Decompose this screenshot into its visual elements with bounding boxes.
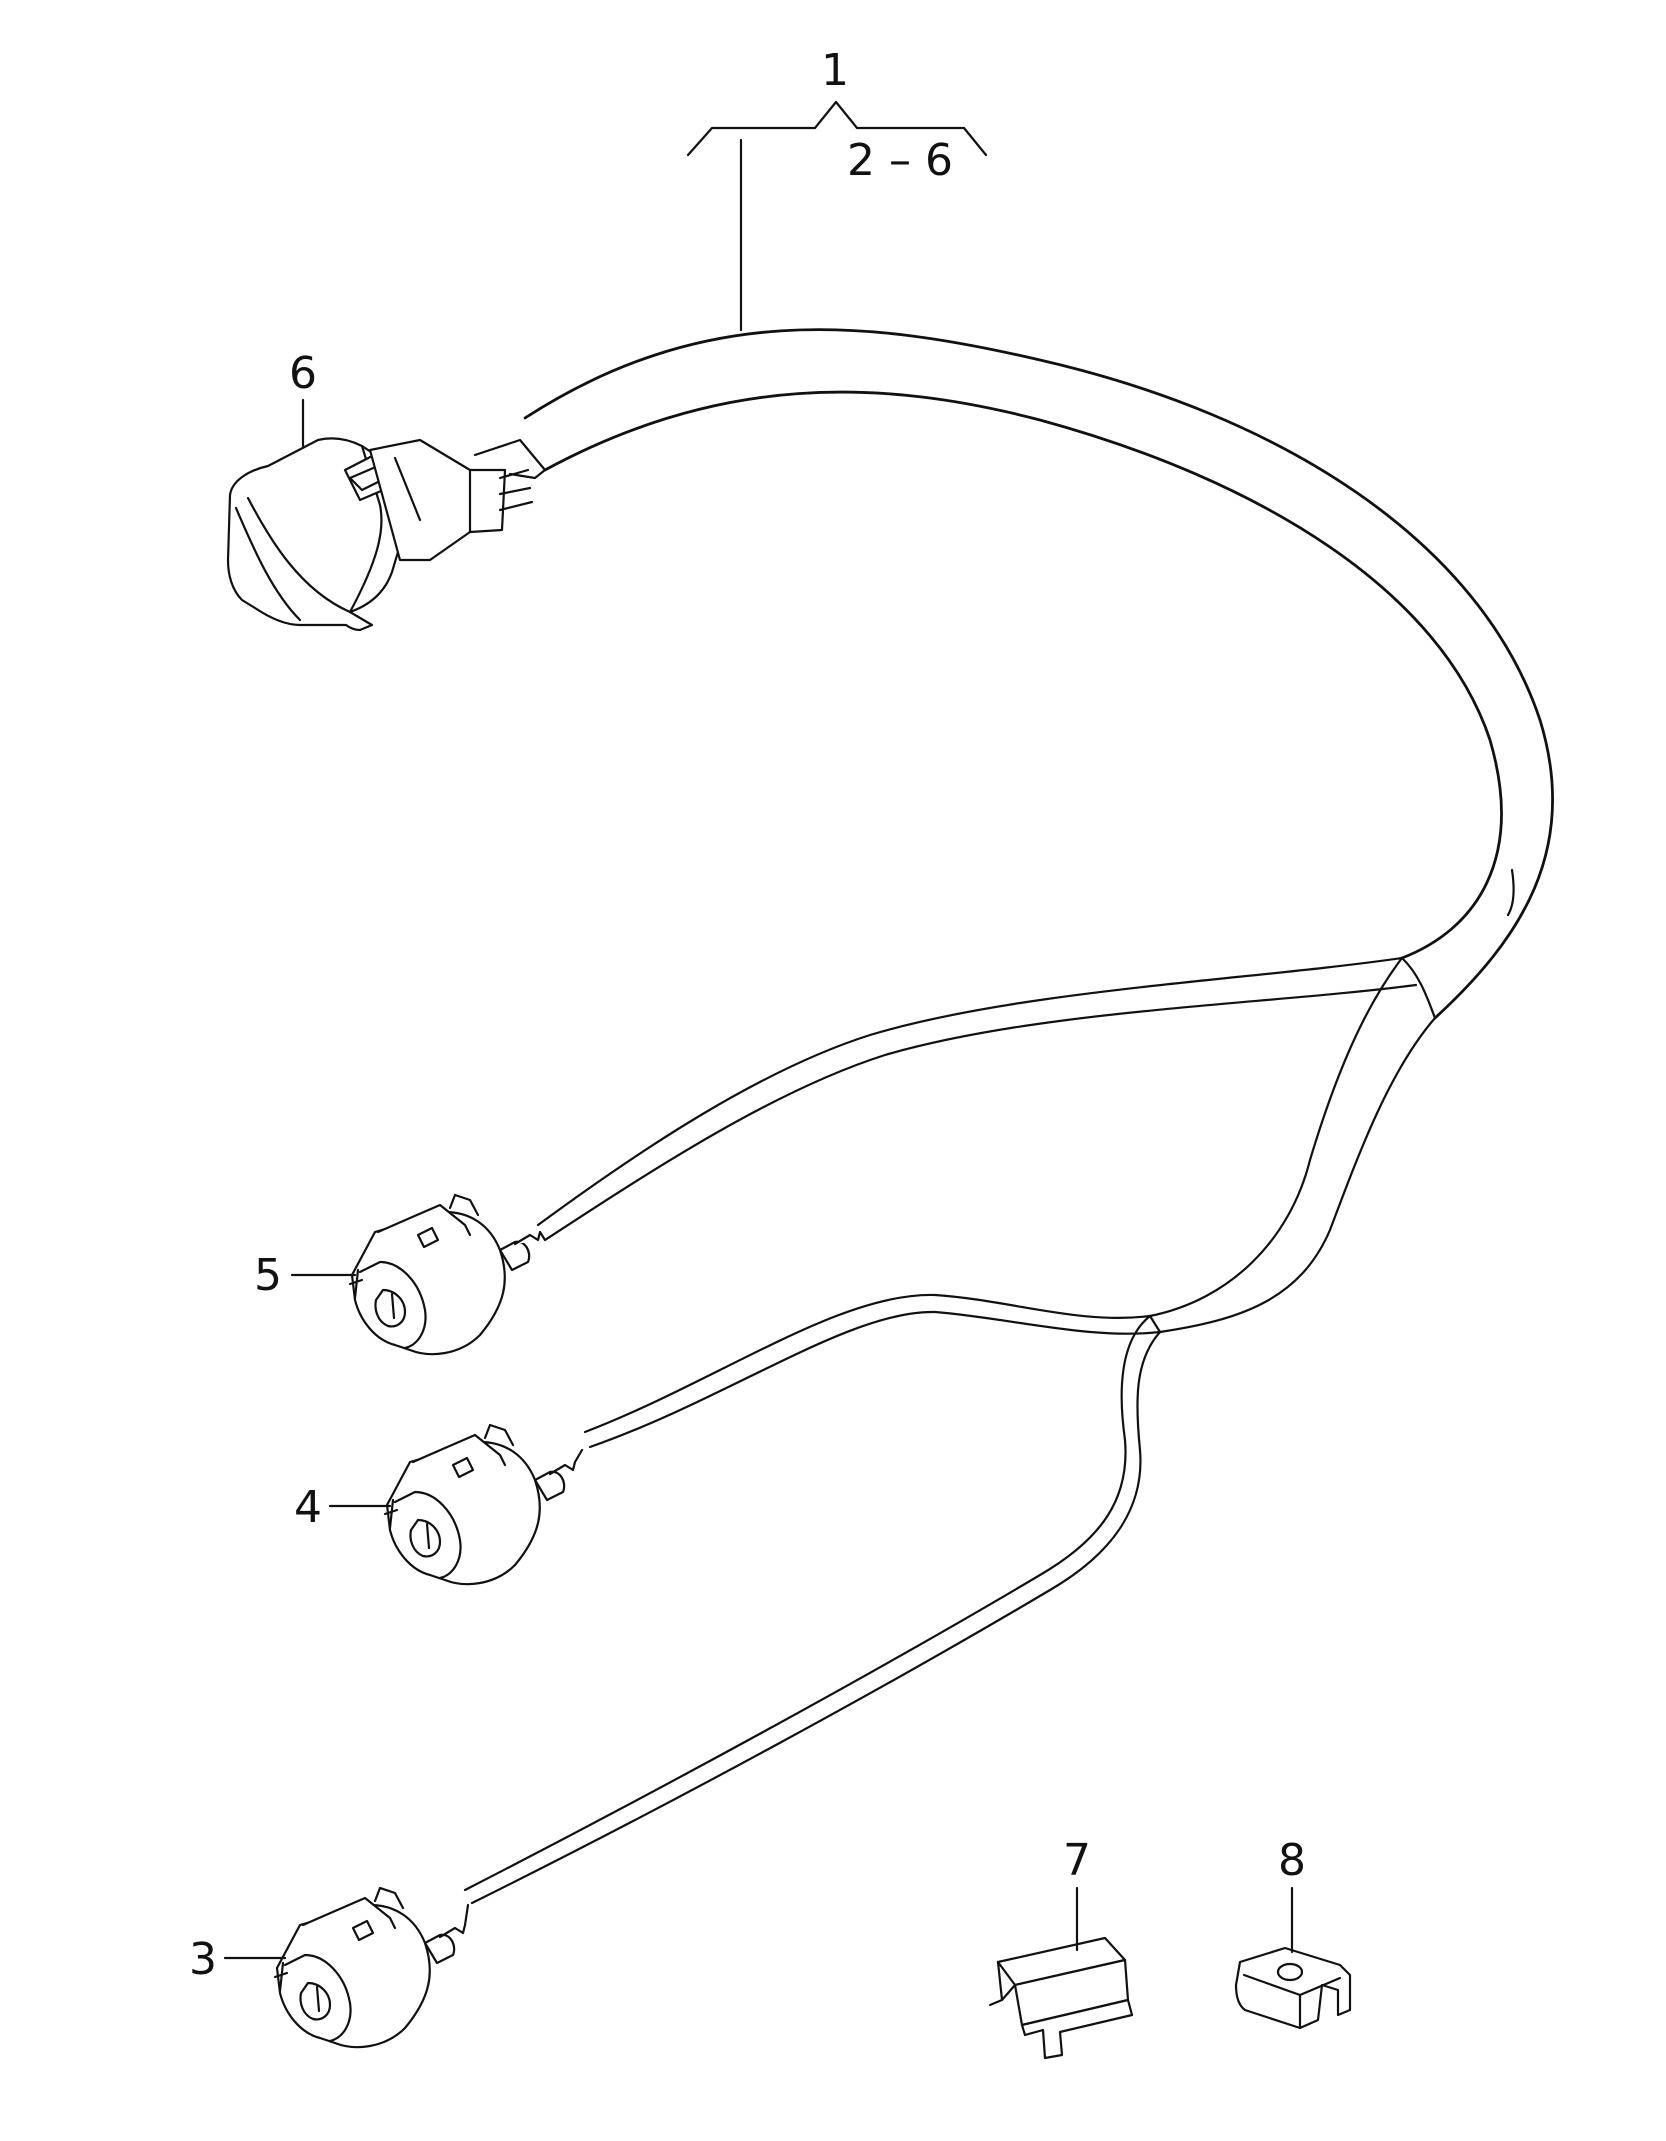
callout-6: 6 [289,348,317,448]
callout-8-label: 8 [1278,1835,1306,1886]
callout-1-bracket [686,100,988,157]
callout-1: 1 2 – 6 [686,45,988,332]
callout-4-label: 4 [294,1482,322,1533]
callout-4: 4 [294,1482,392,1533]
connector-3 [273,1886,470,2049]
branch-wire-4 [583,1293,1162,1449]
connector-4 [383,1423,584,1586]
connector-5 [348,1193,547,1356]
callout-1-label: 1 [821,45,849,96]
callout-5-label: 5 [254,1250,282,1301]
callout-3-label: 3 [189,1934,217,1985]
callout-5: 5 [254,1250,357,1301]
callout-range-label: 2 – 6 [847,135,953,186]
callout-8: 8 [1278,1835,1306,1954]
branch-wire-5 [536,956,1418,1242]
branch-wire-main-lower [1148,956,1437,1334]
callout-6-label: 6 [289,348,317,399]
branch-wire-3 [463,1314,1162,1905]
clip-8 [1234,1946,1352,2030]
connector-6 [226,437,547,632]
harness-main-sheath [523,328,1555,1020]
callout-3: 3 [189,1934,287,1985]
callout-7-label: 7 [1063,1835,1091,1886]
callout-7: 7 [1063,1835,1091,1952]
clip-7 [988,1936,1134,2060]
